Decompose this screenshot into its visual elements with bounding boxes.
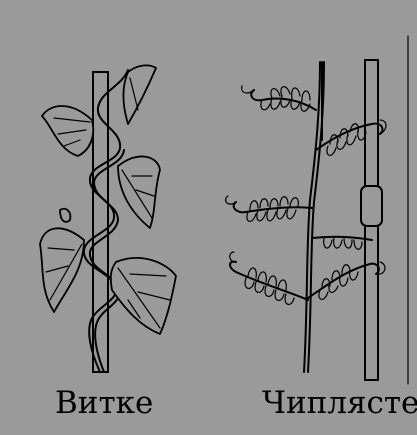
compound-leaf-3 [234, 197, 312, 222]
clinging-plant [226, 60, 386, 380]
leaf-middle-left [40, 228, 84, 312]
compound-leaf-1 [251, 87, 316, 112]
label-twining: Витке [55, 388, 153, 419]
leaf-lower-right [111, 258, 176, 334]
twining-plant [40, 65, 176, 372]
compound-leaf-4 [312, 237, 372, 250]
leaf-upper-right [118, 156, 160, 228]
tendril [226, 196, 236, 204]
tendril [230, 252, 236, 262]
label-clinging: Чиплясте [262, 388, 417, 419]
pole-joint [361, 186, 382, 226]
leaf-upper-left [42, 106, 93, 156]
tendril [242, 86, 254, 93]
leaf-small-top-left [60, 209, 70, 222]
compound-leaf-5 [230, 262, 308, 305]
leaf-top-small [124, 65, 157, 124]
